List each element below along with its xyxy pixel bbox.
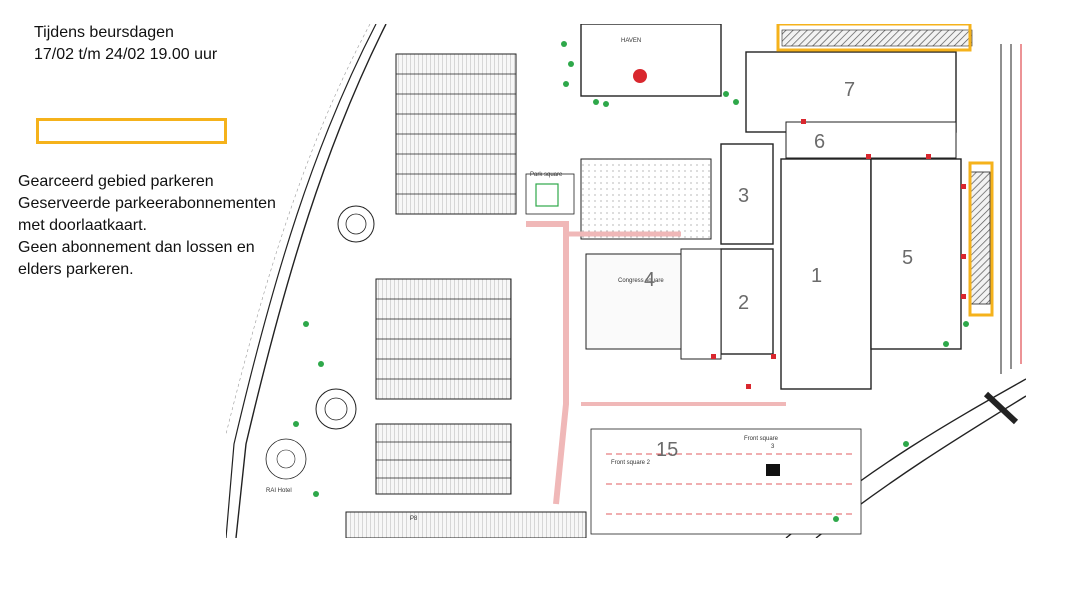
front-square-label: Front square [744,436,779,442]
hall-1-label: 1 [811,265,822,287]
rai-hotel-label: RAI Hotel [266,488,292,494]
hall-7-label: 7 [844,79,855,101]
park-square-label: Park square [530,172,563,178]
hall-4-label: 4 [644,269,655,291]
hatched-parking-east [969,171,991,305]
hall-4: 4 [644,248,722,360]
hall-7: 7 [745,51,957,133]
building-complex: HAVEN Congress square Park square [525,24,722,350]
haven-marker [633,69,647,83]
hall-15-label: 15 [656,439,678,461]
parking-p8: P8 [345,511,587,538]
hall-6: 6 [785,121,957,159]
front-square-3-label: 3 [771,444,775,450]
legend-line-4: Geen abonnement dan lossen en [18,239,255,256]
ring-road [226,24,387,538]
hall-2: 2 [720,248,774,355]
highlight-east [968,161,994,317]
highlight-north [776,24,972,52]
hall-5-label: 5 [902,247,913,269]
hall-1: 1 [780,158,872,390]
legend-line-3: met doorlaatkaart. [18,217,147,234]
congress-square-label: Congress square [618,278,664,284]
front-square-2-label: Front square 2 [611,460,651,466]
front-square: 15 Front square 2 Front square 3 [590,428,862,535]
legend-swatch [36,118,227,144]
kiosk-marker [766,464,780,476]
legend-line-1: Gearceerd gebied parkeren [18,173,214,190]
hatched-parking-north [781,29,973,47]
p8-label: P8 [410,516,418,522]
haven-label: HAVEN [621,38,641,44]
legend-line-5: elders parkeren. [18,261,134,278]
hall-3-label: 3 [738,185,749,207]
hall-5: 5 [870,158,962,350]
vegetation [293,41,969,522]
heading: Tijdens beursdagen 17/02 t/m 24/02 19.00… [34,22,217,66]
legend-line-2: Geserveerde parkeerabonnementen [18,195,276,212]
site-map: P8 RAI Hotel HAVEN Congress square Park … [226,24,1026,538]
hall-3: 3 [720,143,774,245]
legend-text: Gearceerd gebied parkeren Geserveerde pa… [18,171,328,281]
parking-south-west [375,423,512,495]
hall-6-label: 6 [814,131,825,153]
heading-line-2: 17/02 t/m 24/02 19.00 uur [34,46,218,63]
parking-north-west [395,53,517,215]
access-routes [526,221,786,505]
entrance-markers [711,119,966,389]
hall-2-label: 2 [738,292,749,314]
parking-middle-west [375,278,512,400]
roundabout-west [265,205,375,480]
heading-line-1: Tijdens beursdagen [34,24,174,41]
